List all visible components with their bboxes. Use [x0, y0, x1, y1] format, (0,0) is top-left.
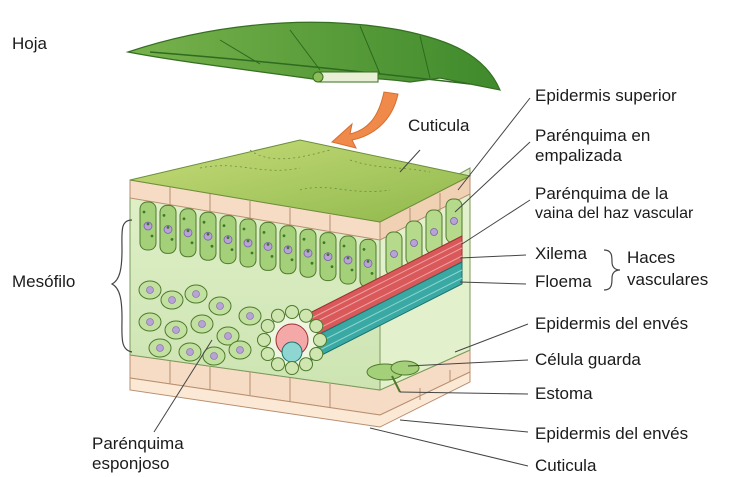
spongy-cell: [229, 341, 251, 359]
sheath-cell: [310, 348, 323, 361]
spongy-cell: [165, 321, 187, 339]
palisade-cell: [180, 209, 196, 257]
palisade-cell: [340, 236, 356, 284]
spongy-cell: [239, 307, 261, 325]
spongy-cell: [161, 291, 183, 309]
label-esponjoso-1: Parénquima: [92, 434, 184, 454]
spongy-cell: [185, 285, 207, 303]
label-hoja: Hoja: [12, 34, 47, 54]
spongy-cell: [209, 297, 231, 315]
sheath-cell: [300, 358, 313, 371]
label-mesofilo: Mesófilo: [12, 272, 75, 292]
leaf-icon: [128, 22, 500, 90]
sheath-cell: [286, 306, 299, 319]
sheath-cell: [300, 309, 313, 322]
sheath-cell: [272, 358, 285, 371]
spongy-cell: [191, 315, 213, 333]
sheath-cell: [314, 334, 327, 347]
palisade-cell: [140, 202, 156, 250]
palisade-cell: [200, 212, 216, 260]
arrow-icon: [332, 92, 398, 148]
label-haces-2: vasculares: [627, 270, 708, 290]
palisade-cell: [160, 205, 176, 253]
spongy-cell: [139, 281, 161, 299]
sheath-cell: [310, 320, 323, 333]
palisade-cell: [300, 229, 316, 277]
spongy-cell: [179, 343, 201, 361]
palisade-cell: [220, 216, 236, 264]
sheath-cell: [286, 362, 299, 375]
label-epidermis-enves-2: Epidermis del envés: [535, 424, 688, 444]
label-celula-guarda: Célula guarda: [535, 350, 641, 370]
sheath-cell: [261, 348, 274, 361]
label-haces-1: Haces: [627, 248, 675, 268]
label-vaina-1: Parénquima de la: [535, 184, 668, 204]
sheath-cell: [258, 334, 271, 347]
palisade-cell: [240, 219, 256, 267]
label-parenquima-empalizada-2: empalizada: [535, 146, 622, 166]
label-cuticula-bottom: Cuticula: [535, 456, 596, 476]
spongy-cell: [139, 313, 161, 331]
label-cuticula-top: Cuticula: [408, 116, 469, 136]
label-vaina-2: vaina del haz vascular: [535, 204, 693, 224]
leaf-block: [130, 140, 470, 427]
label-estoma: Estoma: [535, 384, 593, 404]
label-xilema: Xilema: [535, 244, 587, 264]
label-parenquima-empalizada-1: Parénquima en: [535, 126, 650, 146]
palisade-cell: [446, 199, 462, 243]
label-esponjoso-2: esponjoso: [92, 454, 170, 474]
label-epidermis-enves-1: Epidermis del envés: [535, 314, 688, 334]
label-epidermis-superior: Epidermis superior: [535, 86, 677, 106]
label-floema: Floema: [535, 272, 592, 292]
sheath-cell: [261, 320, 274, 333]
palisade-cell: [320, 233, 336, 281]
spongy-cell: [149, 339, 171, 357]
mesofilo-brace: [112, 220, 132, 352]
haces-brace: [604, 250, 620, 290]
palisade-cell: [260, 222, 276, 270]
palisade-cell: [280, 226, 296, 274]
sheath-cell: [272, 309, 285, 322]
